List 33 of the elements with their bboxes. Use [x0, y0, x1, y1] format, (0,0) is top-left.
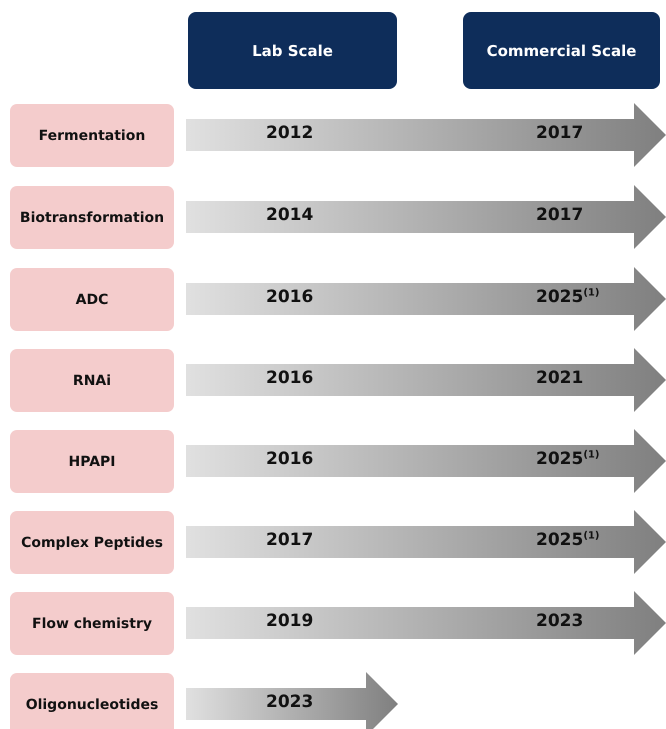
year-label: 2017 [536, 123, 584, 143]
year-label: 2017 [266, 530, 314, 550]
technology-label: Oligonucleotides [26, 696, 158, 712]
year-label: 2025$^{(1)}$ [536, 449, 600, 469]
year-label: 2016 [266, 368, 314, 388]
technology-label: Complex Peptides [21, 534, 163, 550]
arrow-shape [186, 591, 666, 655]
year-label: 2012 [266, 123, 314, 143]
technology-label: Fermentation [38, 128, 146, 144]
year-label: 2025$^{(1)}$ [536, 287, 600, 307]
arrow-shape [186, 185, 666, 249]
technology-label: Flow chemistry [32, 616, 152, 632]
technology-label: RNAi [72, 372, 112, 388]
year-label: 2017 [536, 205, 584, 225]
year-label: 2016 [266, 449, 314, 469]
arrow-shape [186, 103, 666, 167]
arrow-shape [186, 672, 398, 729]
year-label: 2014 [266, 205, 314, 225]
technology-label: ADC [76, 292, 108, 308]
year-label: 2019 [266, 611, 314, 631]
arrow-shape [186, 510, 666, 574]
arrow-shape [186, 267, 666, 331]
year-label: 2021 [536, 368, 584, 388]
column-header: Lab Scale [188, 12, 397, 89]
year-label: 2023 [266, 692, 314, 712]
column-header: Commercial Scale [463, 12, 660, 89]
arrow-shape [186, 348, 666, 412]
year-label: 2016 [266, 287, 314, 307]
year-label: 2023 [536, 611, 584, 631]
arrow-shape [186, 429, 666, 493]
year-label: 2025$^{(1)}$ [536, 530, 600, 550]
technology-label: Biotransformation [20, 210, 164, 226]
technology-label: HPAPI [68, 454, 116, 470]
